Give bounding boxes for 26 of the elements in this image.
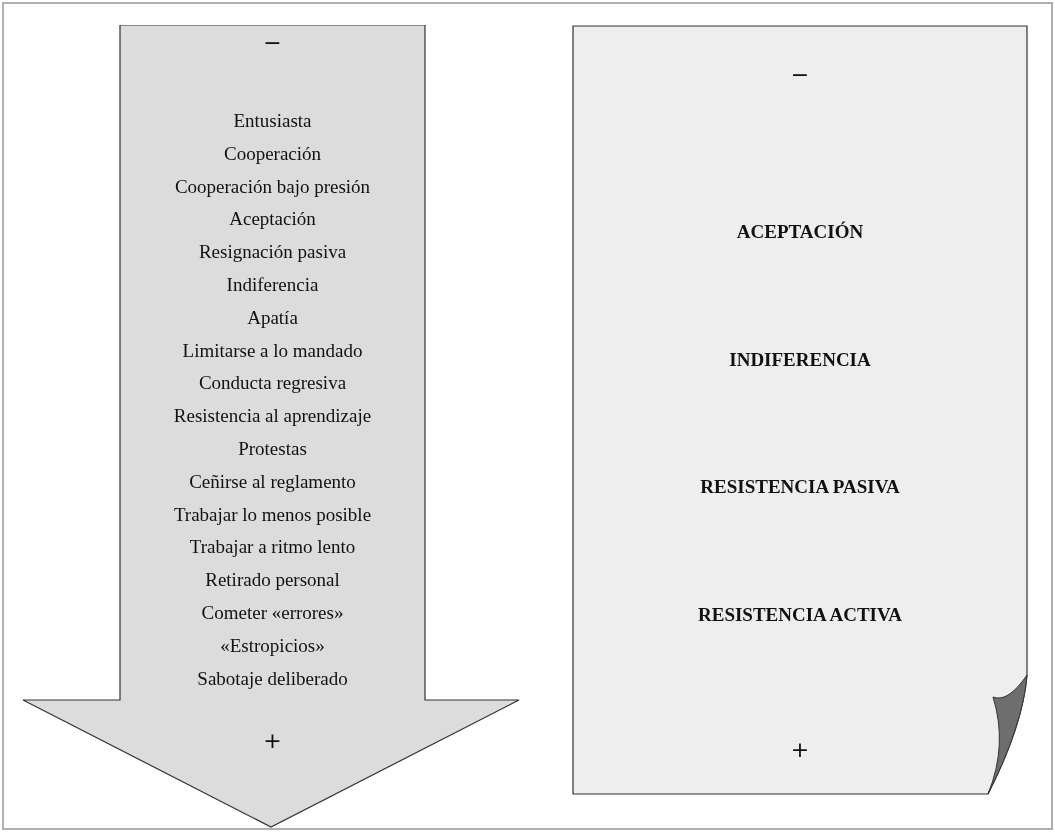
category-heading: RESISTENCIA PASIVA [699, 475, 901, 500]
behavior-item: Retirado personal [204, 568, 341, 593]
behavior-item: Apatía [246, 305, 299, 330]
behavior-item: Cooperación bajo presión [173, 174, 372, 199]
behavior-item: «Estropicios» [219, 633, 326, 658]
behavior-item: Aceptación [228, 207, 317, 232]
minus-sign: − [789, 63, 811, 87]
behavior-item: Trabajar a ritmo lento [188, 535, 357, 560]
behavior-item: Indiferencia [225, 273, 320, 297]
plus-sign: + [789, 738, 811, 762]
category-heading: INDIFERENCIA [728, 347, 872, 372]
category-heading: ACEPTACIÓN [735, 220, 865, 244]
behavior-item: Entusiasta [232, 109, 313, 133]
behavior-item: Resignación pasiva [197, 240, 348, 265]
behavior-item: Sabotaje deliberado [196, 666, 349, 691]
behavior-item: Protestas [237, 437, 308, 461]
plus-sign: + [262, 729, 283, 753]
behavior-item: Cometer «errores» [200, 601, 345, 625]
behavior-item: Limitarse a lo mandado [181, 338, 364, 363]
behavior-item: Conducta regresiva [197, 371, 348, 396]
behavior-item: Ceñirse al reglamento [188, 469, 357, 494]
behavior-item: Resistencia al aprendizaje [172, 404, 373, 429]
category-heading: RESISTENCIA ACTIVA [697, 603, 903, 628]
behavior-item: Cooperación [222, 141, 323, 166]
behavior-item: Trabajar lo menos posible [172, 502, 373, 527]
minus-sign: − [262, 31, 283, 55]
